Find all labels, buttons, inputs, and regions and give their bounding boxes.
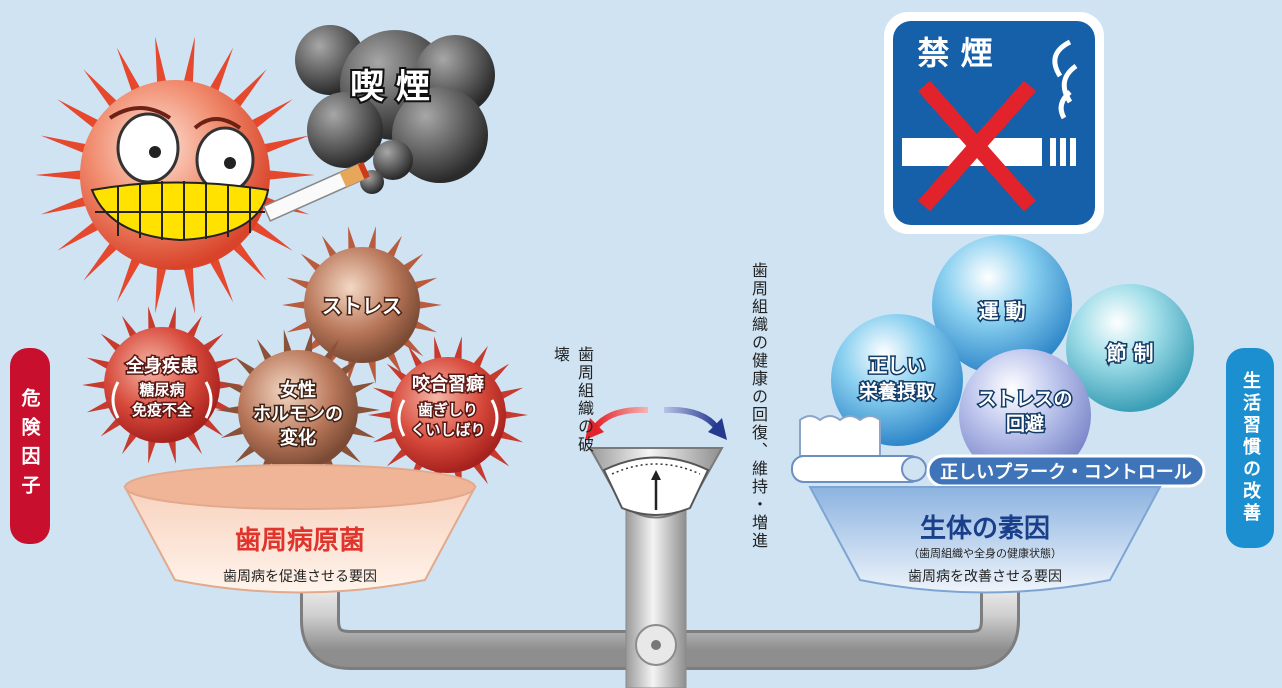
stress-avoid-line2: 回避 <box>1006 412 1044 435</box>
germ-character <box>35 36 370 314</box>
right-bowl-note: （歯周組織や全身の健康状態） <box>908 546 1062 560</box>
spike-ball-systemic <box>82 306 242 464</box>
destruction-arrow <box>592 406 649 430</box>
right-bowl-title: 生体の素因 <box>920 514 1050 544</box>
no-smoking-sign: 禁 煙 <box>884 12 1104 234</box>
plaque-control-label: 正しいプラーク・コントロール <box>940 461 1192 483</box>
risk-factor-tab: 危険因子 <box>10 348 50 544</box>
bruxism-line1: 咬合習癖 <box>412 373 484 395</box>
bruxism-line3: くいしばり <box>410 421 485 439</box>
lifestyle-improvement-tab: 生活習慣の改善 <box>1226 348 1274 548</box>
moderation-label: 節 制 <box>1107 341 1154 365</box>
destruction-caption: 歯周組織の破壊 <box>551 346 594 454</box>
left-bowl: 歯周病原菌 歯周病を促進させる要因 <box>123 464 477 594</box>
no-smoking-label: 禁 煙 <box>917 34 992 72</box>
hormone-line2: ホルモンの <box>253 404 343 425</box>
destruction-arrowhead <box>585 418 604 440</box>
ball-moderation <box>1066 284 1194 412</box>
smoke-cloud: 喫 煙 <box>295 25 495 194</box>
recovery-arrow <box>663 406 720 430</box>
scale-base <box>300 447 1020 688</box>
cigarette <box>262 161 370 222</box>
spike-ball-hormone <box>216 329 380 491</box>
exercise-label: 運 動 <box>979 299 1026 323</box>
smoking-label: 喫 煙 <box>350 67 430 107</box>
nutrition-line2: 栄養摂取 <box>858 380 935 403</box>
bruxism-line2: 歯ぎしり <box>418 401 478 419</box>
ball-exercise <box>932 235 1072 375</box>
left-bowl-subtitle: 歯周病を促進させる要因 <box>223 569 377 585</box>
recovery-arrowhead <box>708 418 727 440</box>
recovery-caption: 歯周組織の健康の回復、維持・増進 <box>749 262 768 550</box>
hormone-line3: 変化 <box>280 427 316 449</box>
spike-ball-bruxism <box>368 336 528 494</box>
ball-stress-avoid <box>959 349 1091 481</box>
nutrition-line1: 正しい <box>868 355 925 377</box>
spike-ball-stress <box>282 226 442 384</box>
right-bowl-subtitle: 歯周病を改善させる要因 <box>908 569 1062 585</box>
systemic-line3: 免疫不全 <box>132 401 193 419</box>
systemic-line2: 糖尿病 <box>139 381 184 399</box>
stress-label: ストレス <box>322 294 402 318</box>
hormone-line1: 女性 <box>280 379 316 401</box>
ball-nutrition <box>831 314 963 446</box>
germ-eye-left <box>116 112 180 184</box>
toothbrush: 正しいプラーク・コントロール <box>791 415 1206 488</box>
left-bowl-title: 歯周病原菌 <box>235 526 365 556</box>
right-bowl: 生体の素因 （歯周組織や全身の健康状態） 歯周病を改善させる要因 <box>808 486 1162 594</box>
systemic-line1: 全身疾患 <box>125 355 198 377</box>
stress-avoid-line1: ストレスの <box>977 388 1072 410</box>
